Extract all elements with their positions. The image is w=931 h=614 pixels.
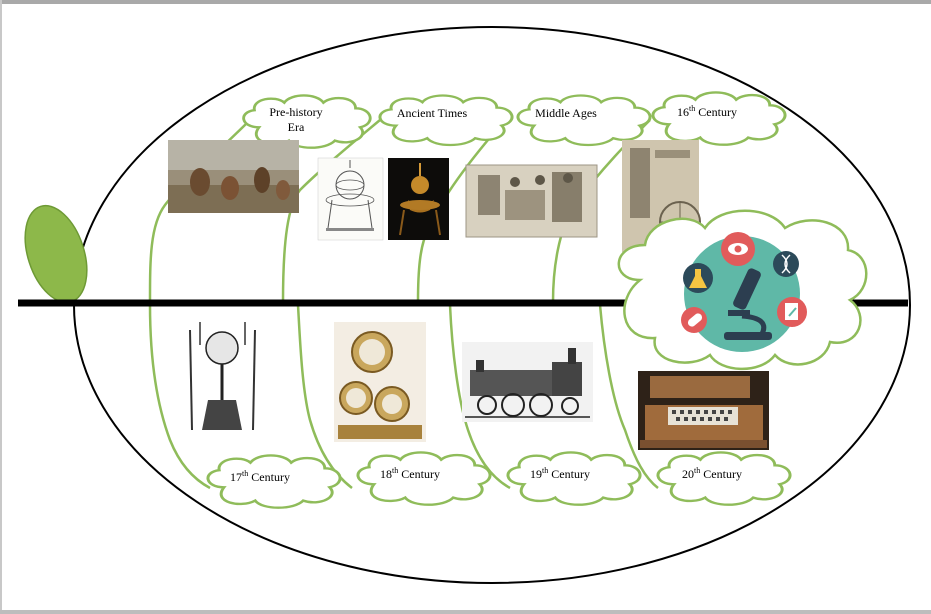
20th-century-label: 20th Century xyxy=(682,466,742,481)
cloud-middle-ages: Middle Ages xyxy=(516,93,652,147)
window-bottom-border xyxy=(0,610,931,614)
microscope-icon xyxy=(724,268,772,340)
armillary-image xyxy=(317,157,384,241)
eye-icon xyxy=(721,232,755,266)
17th-century-image xyxy=(183,318,263,440)
prehistory-image xyxy=(168,140,299,213)
cloud-ancient-times: Ancient Times xyxy=(378,93,514,147)
prehistory-label-line1: Pre-history xyxy=(269,105,322,119)
window-left-border xyxy=(0,0,2,614)
aeolipile-image xyxy=(388,158,449,240)
cloud-19th-century: 19th Century xyxy=(506,450,642,507)
19th-century-label: 19th Century xyxy=(530,466,590,481)
window-top-border xyxy=(0,0,931,4)
17th-century-label: 17th Century xyxy=(230,469,290,484)
pill-icon xyxy=(681,307,707,333)
flask-icon xyxy=(683,263,713,293)
16th-century-label: 16th Century xyxy=(677,104,737,119)
cloud-prehistory: Pre-history Era xyxy=(242,94,372,150)
document-icon xyxy=(777,297,807,327)
middle-ages-label: Middle Ages xyxy=(535,106,597,120)
cloud-17th-century: 17th Century xyxy=(206,453,342,510)
cloud-20th-century: 20th Century xyxy=(656,450,792,507)
science-cloud xyxy=(617,209,868,371)
prehistory-label-line2: Era xyxy=(288,120,305,134)
cloud-18th-century: 18th Century xyxy=(356,450,492,507)
ancient-times-label: Ancient Times xyxy=(397,106,468,120)
20th-century-image xyxy=(638,371,769,450)
18th-century-image xyxy=(334,322,426,442)
19th-century-image xyxy=(462,342,593,422)
dna-icon xyxy=(773,251,799,277)
cloud-16th-century: 16th Century xyxy=(651,90,787,147)
18th-century-label: 18th Century xyxy=(380,466,440,481)
middle-ages-image xyxy=(465,164,598,238)
